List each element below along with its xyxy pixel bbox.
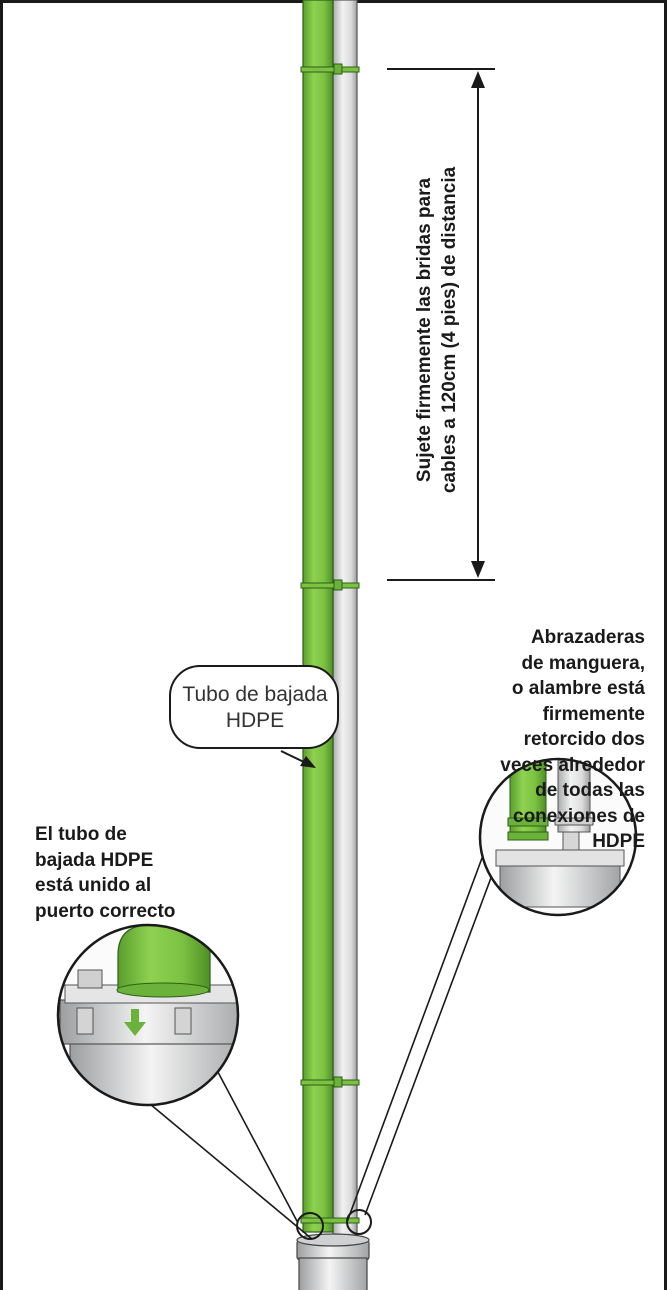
hose-clamp-line: firmemente — [542, 703, 645, 725]
spacing-note-line-1: Sujete firmemente las bridas para — [414, 177, 435, 483]
cable-tie-spacing-note: Sujete firmemente las bridas para cables… — [412, 95, 462, 565]
cable-tie-3 — [300, 1076, 360, 1088]
cable-tie-2 — [300, 579, 360, 591]
hose-clamp-line: de manguera, — [521, 652, 645, 674]
port-note-line: puerto correcto — [35, 900, 176, 922]
hose-clamp-line: HDPE — [592, 831, 645, 852]
spacing-note-line-2: cables a 120cm (4 pies) de distancia — [439, 166, 460, 494]
pipe-callout-text: Tubo de bajada HDPE — [175, 682, 335, 734]
pipe-callout-bubble — [169, 665, 339, 768]
pipe-callout-line: Tubo de bajada — [182, 683, 328, 706]
port-note-line: bajada HDPE — [35, 849, 154, 871]
hose-clamp-line: Abrazaderas — [530, 627, 645, 648]
hose-clamp-line: conexiones de — [513, 805, 645, 827]
pump-body — [296, 1233, 370, 1290]
grey-pipe — [332, 0, 358, 1236]
hose-clamp-line: o alambre está — [511, 678, 645, 699]
clamp-detail-zoom — [478, 757, 638, 917]
hose-clamp-line: veces alrededor — [500, 754, 645, 776]
dimension-marker — [387, 68, 495, 581]
port-note-line: está unido al — [35, 875, 152, 896]
port-detail-zoom — [56, 923, 240, 1107]
hose-clamp-line: de todas las — [535, 780, 645, 801]
cable-tie-4 — [300, 1217, 360, 1224]
pipe-callout-line: HDPE — [225, 709, 285, 732]
port-note: El tubo de bajada HDPE está unido al pue… — [35, 822, 255, 924]
cable-tie-1 — [300, 63, 360, 75]
hose-clamp-line: retorcido dos — [523, 729, 645, 750]
hdpe-drop-pipe — [302, 0, 334, 1233]
hose-clamp-note: Abrazaderas de manguera, o alambre está … — [425, 625, 645, 855]
port-note-line: El tubo de — [35, 824, 127, 845]
